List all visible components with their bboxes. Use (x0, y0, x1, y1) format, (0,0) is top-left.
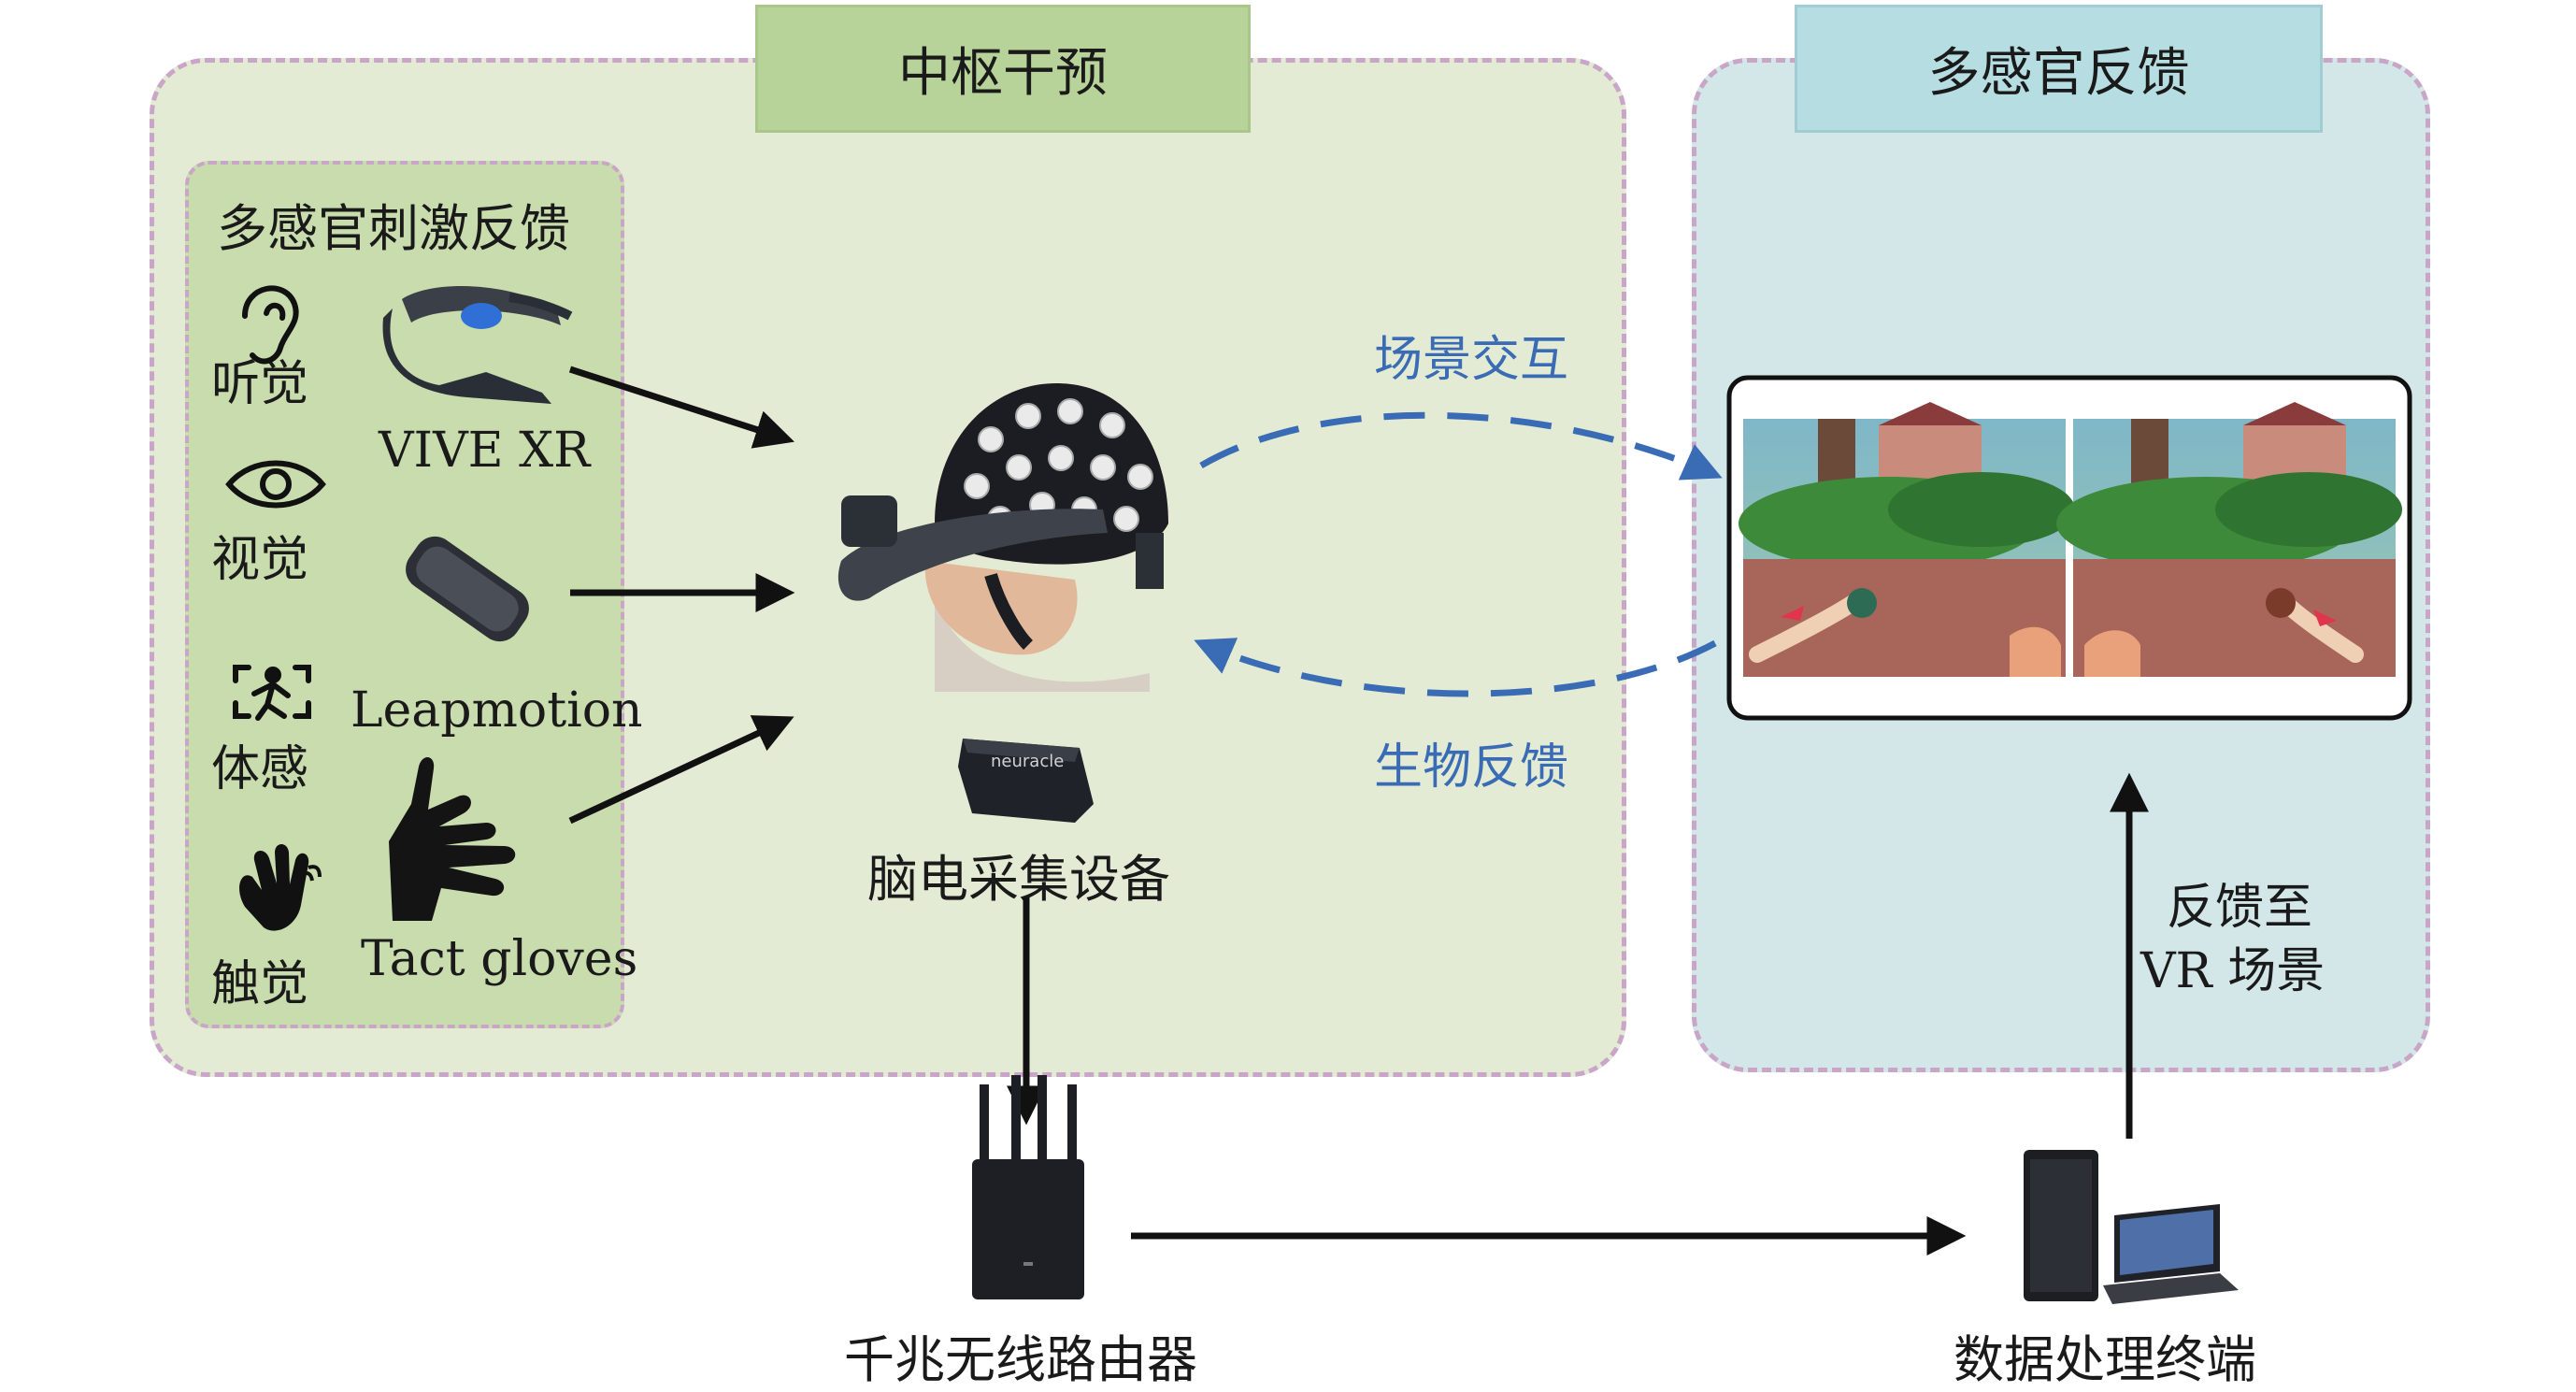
terminal-label: 数据处理终端 (1953, 1330, 2256, 1389)
data-terminal-image (2024, 1150, 2239, 1304)
sense-label-hearing: 听觉 (211, 356, 309, 412)
router-label: 千兆无线路由器 (844, 1330, 1197, 1389)
router-image (972, 1075, 1084, 1299)
device-label-vive: VIVE XR (379, 423, 591, 479)
stimulus-title: 多感官刺激反馈 (217, 199, 570, 258)
device-label-gloves: Tact gloves (361, 931, 638, 987)
sense-label-vision: 视觉 (211, 532, 309, 588)
feedback-panel (1692, 58, 2430, 1072)
eeg-device-label: 脑电采集设备 (867, 850, 1170, 909)
feedback-to-vr-line2: VR 场景 (2140, 943, 2326, 999)
central-intervention-title: 中枢干预 (755, 5, 1251, 133)
feedback-to-vr-line1: 反馈至 (2167, 880, 2313, 936)
feedback-title: 多感官反馈 (1795, 5, 2323, 133)
stimulus-panel (185, 161, 624, 1028)
sense-label-touch: 触觉 (211, 956, 309, 1012)
device-label-leapmotion: Leapmotion (351, 682, 643, 739)
scene-interaction-label: 场景交互 (1374, 332, 1569, 388)
sense-label-somatosensation: 体感 (211, 741, 309, 797)
biofeedback-label: 生物反馈 (1374, 739, 1569, 796)
